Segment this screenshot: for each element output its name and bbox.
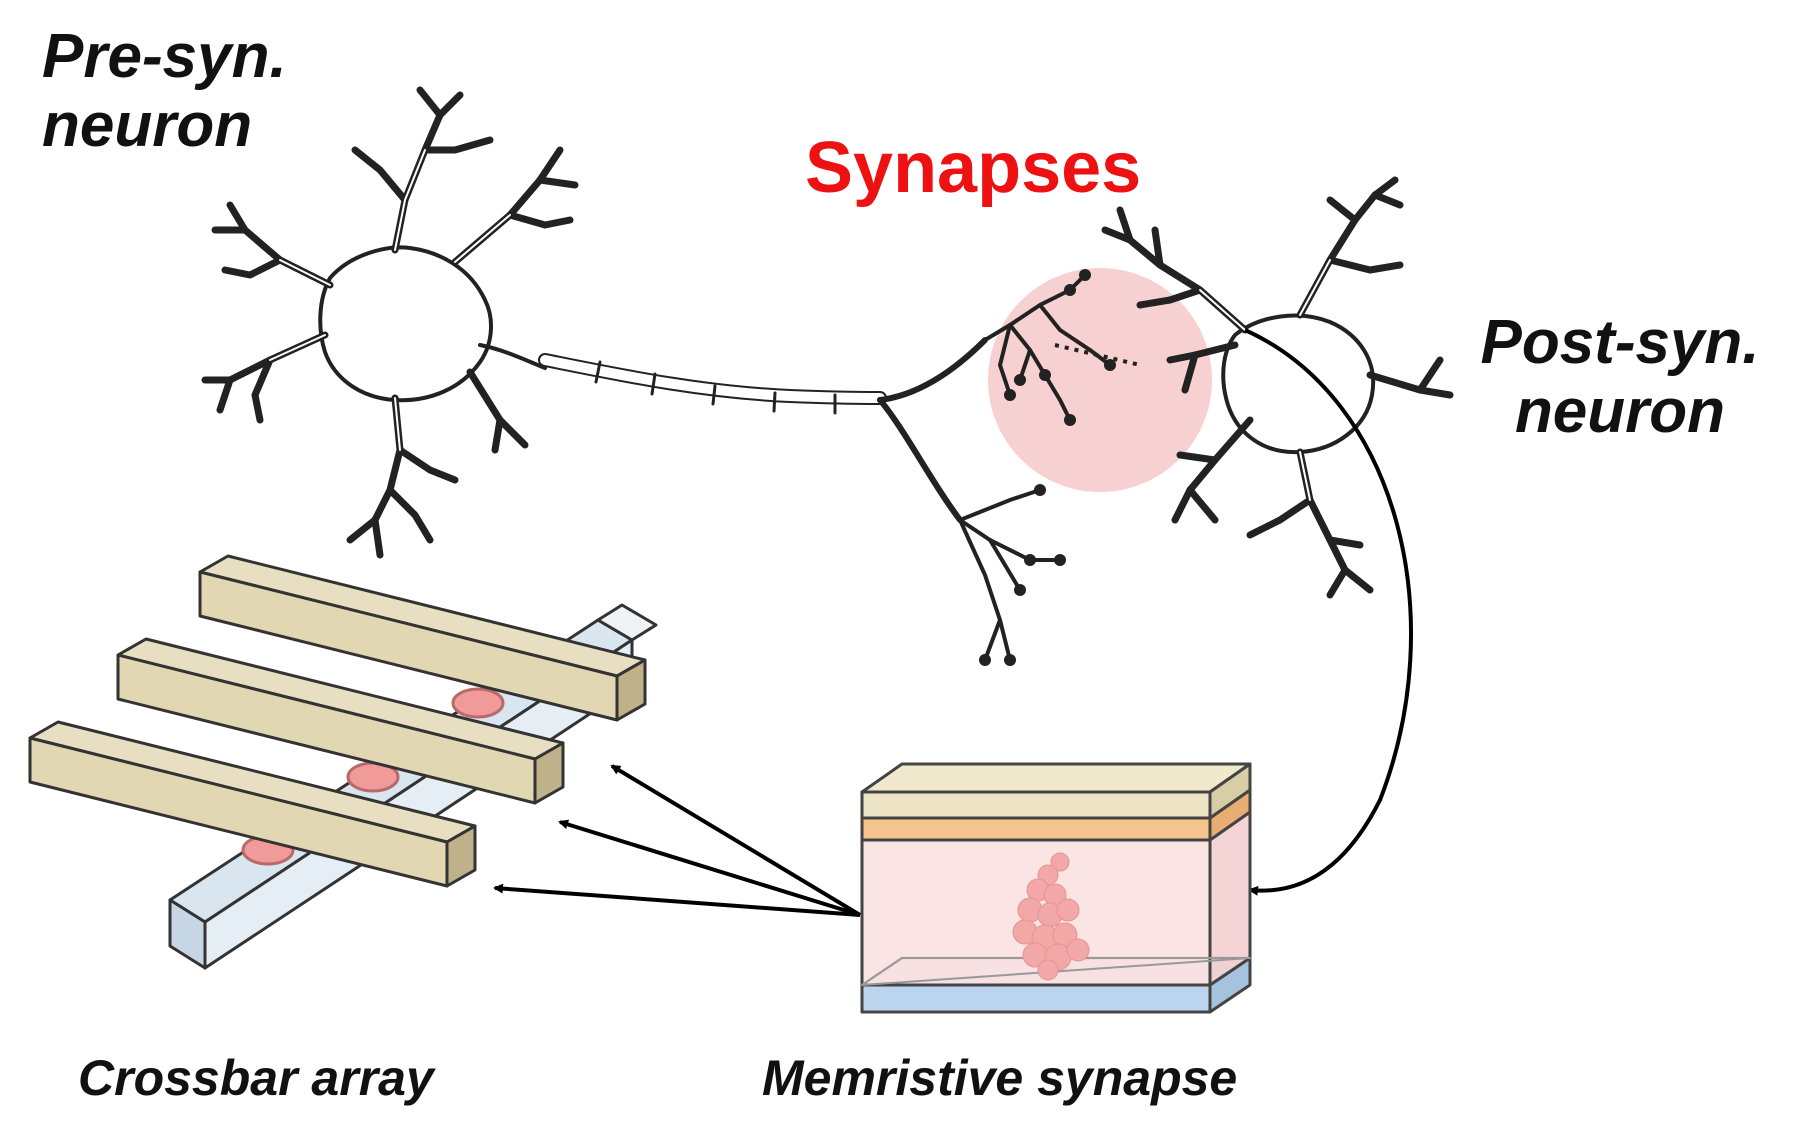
conductive-filament — [1012, 852, 1090, 981]
synapse-highlight — [988, 268, 1212, 492]
terminal-bulbs — [979, 269, 1116, 666]
pre-synaptic-neuron — [201, 86, 988, 559]
synapses-label: Synapses — [805, 128, 1142, 208]
pre-synaptic-neuron-text: Pre-syn. neuron — [42, 22, 287, 161]
post-synaptic-neuron-text: Post-syn. neuron — [1480, 308, 1760, 447]
post-synaptic-neuron — [1101, 176, 1454, 599]
device-to-crossbar-arrows — [493, 764, 862, 917]
memristor-cell — [451, 687, 505, 719]
post-synaptic-neuron-label: Post-syn. neuron — [1455, 308, 1785, 447]
memristive-synapse-caption: Memristive synapse — [762, 1050, 1238, 1106]
axon-terminals — [958, 273, 1112, 662]
crossbar-array — [28, 554, 658, 970]
pre-synaptic-neuron-label: Pre-syn. neuron — [42, 22, 342, 161]
synaptic-gap-dots — [1054, 343, 1141, 367]
crossbar-array-caption: Crossbar array — [78, 1050, 434, 1106]
synapse-to-device-arrow — [1244, 328, 1413, 896]
